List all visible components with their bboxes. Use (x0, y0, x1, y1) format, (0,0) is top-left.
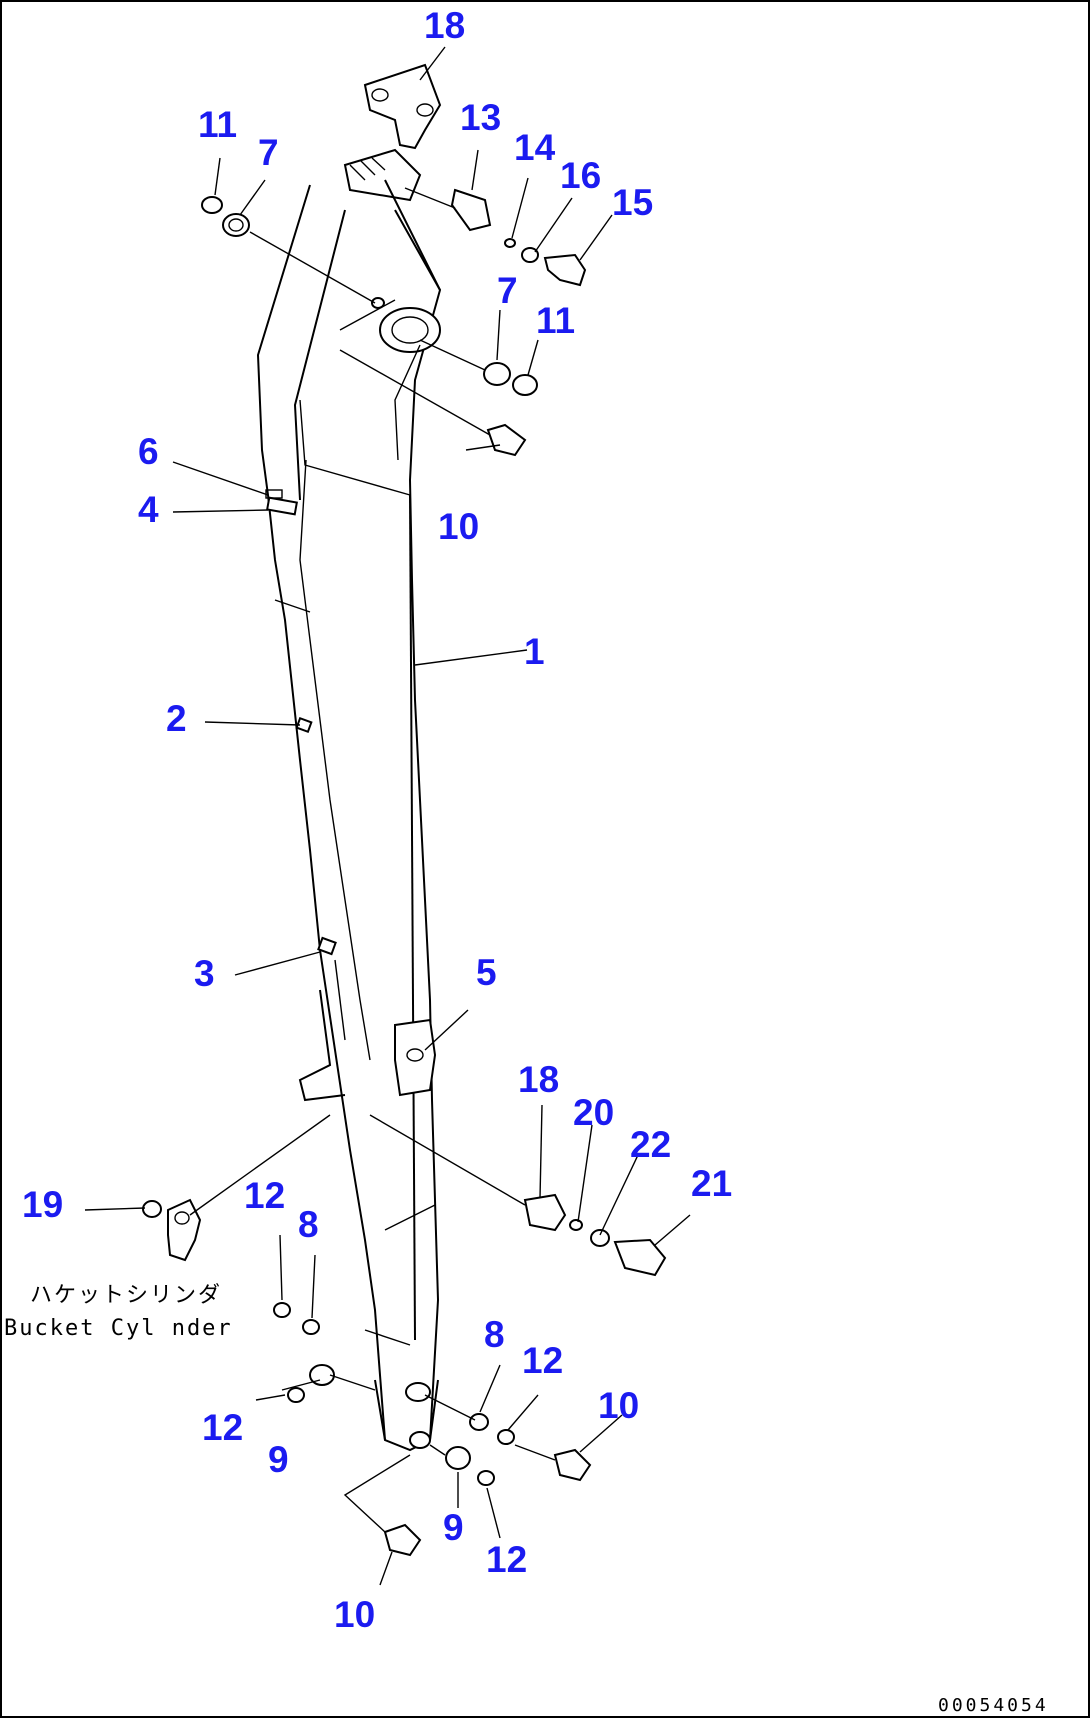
label-12b: 12 (522, 1340, 563, 1381)
label-2: 2 (166, 698, 187, 739)
label-11: 11 (198, 104, 237, 145)
arm-body (256, 148, 442, 1452)
label-7: 7 (258, 132, 279, 173)
label-4: 4 (138, 489, 159, 530)
label-12a: 12 (244, 1175, 285, 1216)
part-labels: 18 11 7 13 14 16 15 7 11 10 6 4 1 2 3 5 … (22, 5, 732, 1635)
label-15: 15 (612, 182, 653, 223)
label-16: 16 (560, 155, 601, 196)
label-3: 3 (194, 953, 215, 994)
label-1: 1 (524, 631, 545, 672)
label-17: 18 (424, 5, 465, 46)
label-6: 6 (138, 431, 159, 472)
label-5: 5 (476, 952, 497, 993)
label-7b: 7 (497, 270, 518, 311)
label-9a: 9 (268, 1439, 289, 1480)
label-12c: 12 (202, 1407, 243, 1448)
label-8b: 8 (484, 1314, 505, 1355)
label-18: 18 (518, 1059, 559, 1100)
label-20: 20 (573, 1092, 614, 1133)
label-8a: 8 (298, 1204, 319, 1245)
label-10c: 10 (334, 1594, 375, 1635)
label-19: 19 (22, 1184, 63, 1225)
label-13: 13 (460, 97, 501, 138)
label-11b: 11 (536, 300, 575, 341)
label-21: 21 (691, 1163, 732, 1204)
leader-lines (84, 46, 691, 1586)
label-14: 14 (514, 127, 556, 168)
label-9b: 9 (443, 1507, 464, 1548)
assembly-lines (189, 187, 556, 1533)
label-12d: 12 (486, 1539, 527, 1580)
label-22: 22 (630, 1124, 671, 1165)
label-10a: 10 (438, 506, 479, 547)
bucket-cylinder-caption-jp: ハケットシリンダ (30, 1283, 222, 1308)
bucket-cylinder-caption-en: Bucket Cyl nder (4, 1316, 233, 1341)
top-bracket (363, 63, 442, 150)
drawing-code: 00054054 (938, 1695, 1049, 1716)
label-10b: 10 (598, 1385, 639, 1426)
hardware (142, 188, 667, 1557)
